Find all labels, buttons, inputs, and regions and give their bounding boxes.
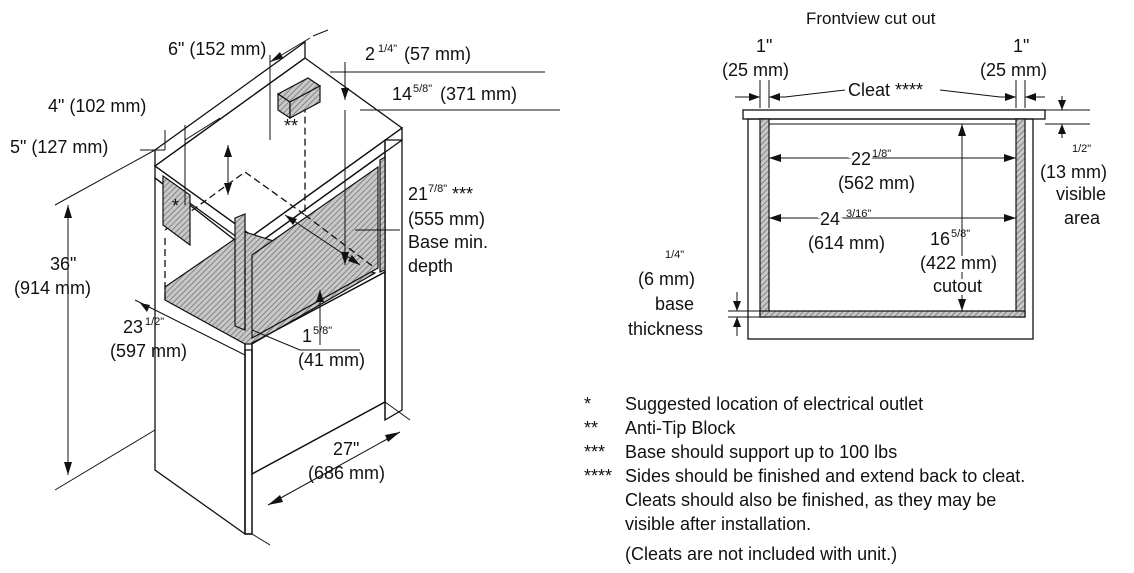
- note-text-4: Sides should be finished and extend back…: [625, 466, 1025, 486]
- cabinet-outline: [747, 118, 1034, 340]
- dim-1-5-8-frac: 5/8": [313, 325, 332, 337]
- dim-16-5-8-frac: 5/8": [951, 228, 970, 240]
- dim-21-7-8-mm: (555 mm): [408, 209, 485, 229]
- dim-6in: 6" (152 mm): [168, 39, 266, 59]
- left-dimension-labels: 6" (152 mm) 2 1/4" (57 mm) 14 5/8" (371 …: [10, 39, 517, 483]
- dim-23-1-2-whole: 23: [123, 317, 143, 337]
- dim-14-5-8-frac: 5/8": [413, 83, 432, 95]
- dim-2-1-4-frac: 1/4": [378, 43, 397, 55]
- left-frame: [759, 118, 770, 318]
- bottom-frame: [759, 310, 1026, 318]
- dim-1-2-frac: 1/2": [1072, 143, 1091, 155]
- outlet-area: [162, 174, 191, 247]
- dim-4in: 4" (102 mm): [48, 96, 146, 116]
- cleat-label: Cleat ****: [848, 80, 923, 100]
- note-text-3: Base should support up to 100 lbs: [625, 442, 897, 462]
- note-text-6: visible after installation.: [625, 514, 811, 534]
- dim-27-mm: (686 mm): [308, 463, 385, 483]
- note-marker-4: ****: [584, 466, 612, 486]
- right-side-panel: [384, 139, 403, 422]
- interior-back-wall: [251, 165, 379, 340]
- dim-23-1-2-mm: (597 mm): [110, 341, 187, 361]
- antitip-block-front: [289, 85, 321, 119]
- dim-5in: 5" (127 mm): [10, 137, 108, 157]
- dim-24-3-16-mm: (614 mm): [808, 233, 885, 253]
- dim-36-mm: (914 mm): [14, 278, 91, 298]
- dim-23-1-2-frac: 1/2": [145, 316, 164, 328]
- dim-22-1-8-whole: 22: [851, 149, 871, 169]
- note-marker-1: *: [584, 394, 591, 414]
- dim-21-7-8-stars: ***: [452, 184, 473, 204]
- dim-21-7-8-frac: 7/8": [428, 183, 447, 195]
- dim-1-4-mm: (6 mm): [638, 269, 695, 289]
- hidden-line-1: [164, 90, 306, 231]
- front-view-title: Frontview cut out: [806, 9, 936, 28]
- right-1in-mm: (25 mm): [980, 60, 1047, 80]
- dim-2-1-4-mm: (57 mm): [404, 44, 471, 64]
- dim-22-1-8-frac: 1/8": [872, 148, 891, 160]
- hidden-line-4: [304, 214, 376, 269]
- note-text-5: Cleats should also be finished, as they …: [625, 490, 996, 510]
- note-marker-2: **: [584, 418, 598, 438]
- dim-1-4-label1: base: [655, 294, 694, 314]
- dim-16-5-8-label: cutout: [933, 276, 982, 296]
- dim-16-5-8-whole: 16: [930, 229, 950, 249]
- left-1in-mm: (25 mm): [722, 60, 789, 80]
- dim-1-4-label2: thickness: [628, 319, 703, 339]
- right-frame: [1015, 118, 1026, 318]
- left-1in: 1": [756, 36, 772, 56]
- dim-21-7-8-whole: 21: [408, 184, 428, 204]
- dim-14-5-8-whole: 14: [392, 84, 412, 104]
- opening-top: [251, 151, 386, 249]
- dim-1-2-label2: area: [1064, 208, 1101, 228]
- drawer-bottom: [251, 401, 386, 475]
- dim-21-7-8-label1: Base min.: [408, 232, 488, 252]
- dim-27-in: 27": [333, 439, 359, 459]
- dim-2-1-4-whole: 2: [365, 44, 375, 64]
- outlet-marker: *: [172, 196, 179, 216]
- note-marker-3: ***: [584, 442, 605, 462]
- antitip-marker: **: [284, 116, 298, 136]
- note-text-2: Anti-Tip Block: [625, 418, 736, 438]
- left-dimension-lines: [54, 29, 560, 546]
- dim-14-5-8-mm: (371 mm): [440, 84, 517, 104]
- dim-22-1-8-mm: (562 mm): [838, 173, 915, 193]
- dim-24-3-16-frac: 3/16": [846, 208, 871, 220]
- dim-1-2-label1: visible: [1056, 184, 1106, 204]
- right-inner-strip: [379, 155, 386, 273]
- cabinet-isometric: [153, 40, 404, 536]
- dim-24-3-16-whole: 24: [820, 209, 840, 229]
- dim-16-5-8-mm: (422 mm): [920, 253, 997, 273]
- dim-21-7-8-label2: depth: [408, 256, 453, 276]
- note-text-1: Suggested location of electrical outlet: [625, 394, 923, 414]
- right-1in: 1": [1013, 36, 1029, 56]
- front-view: Frontview cut out: [628, 9, 1107, 340]
- dim-1-2-mm: (13 mm): [1040, 162, 1107, 182]
- dim-1-5-8-mm: (41 mm): [298, 350, 365, 370]
- front-kick: [244, 349, 253, 535]
- notes-legend: * Suggested location of electrical outle…: [584, 394, 1025, 564]
- dim-1-5-8-whole: 1: [302, 326, 312, 346]
- cleat-bar: [742, 109, 1046, 120]
- note-text-7: (Cleats are not included with unit.): [625, 544, 897, 564]
- dim-1-4-frac: 1/4": [665, 249, 684, 261]
- dim-36-in: 36": [50, 254, 76, 274]
- inner-left-strip: [234, 213, 246, 331]
